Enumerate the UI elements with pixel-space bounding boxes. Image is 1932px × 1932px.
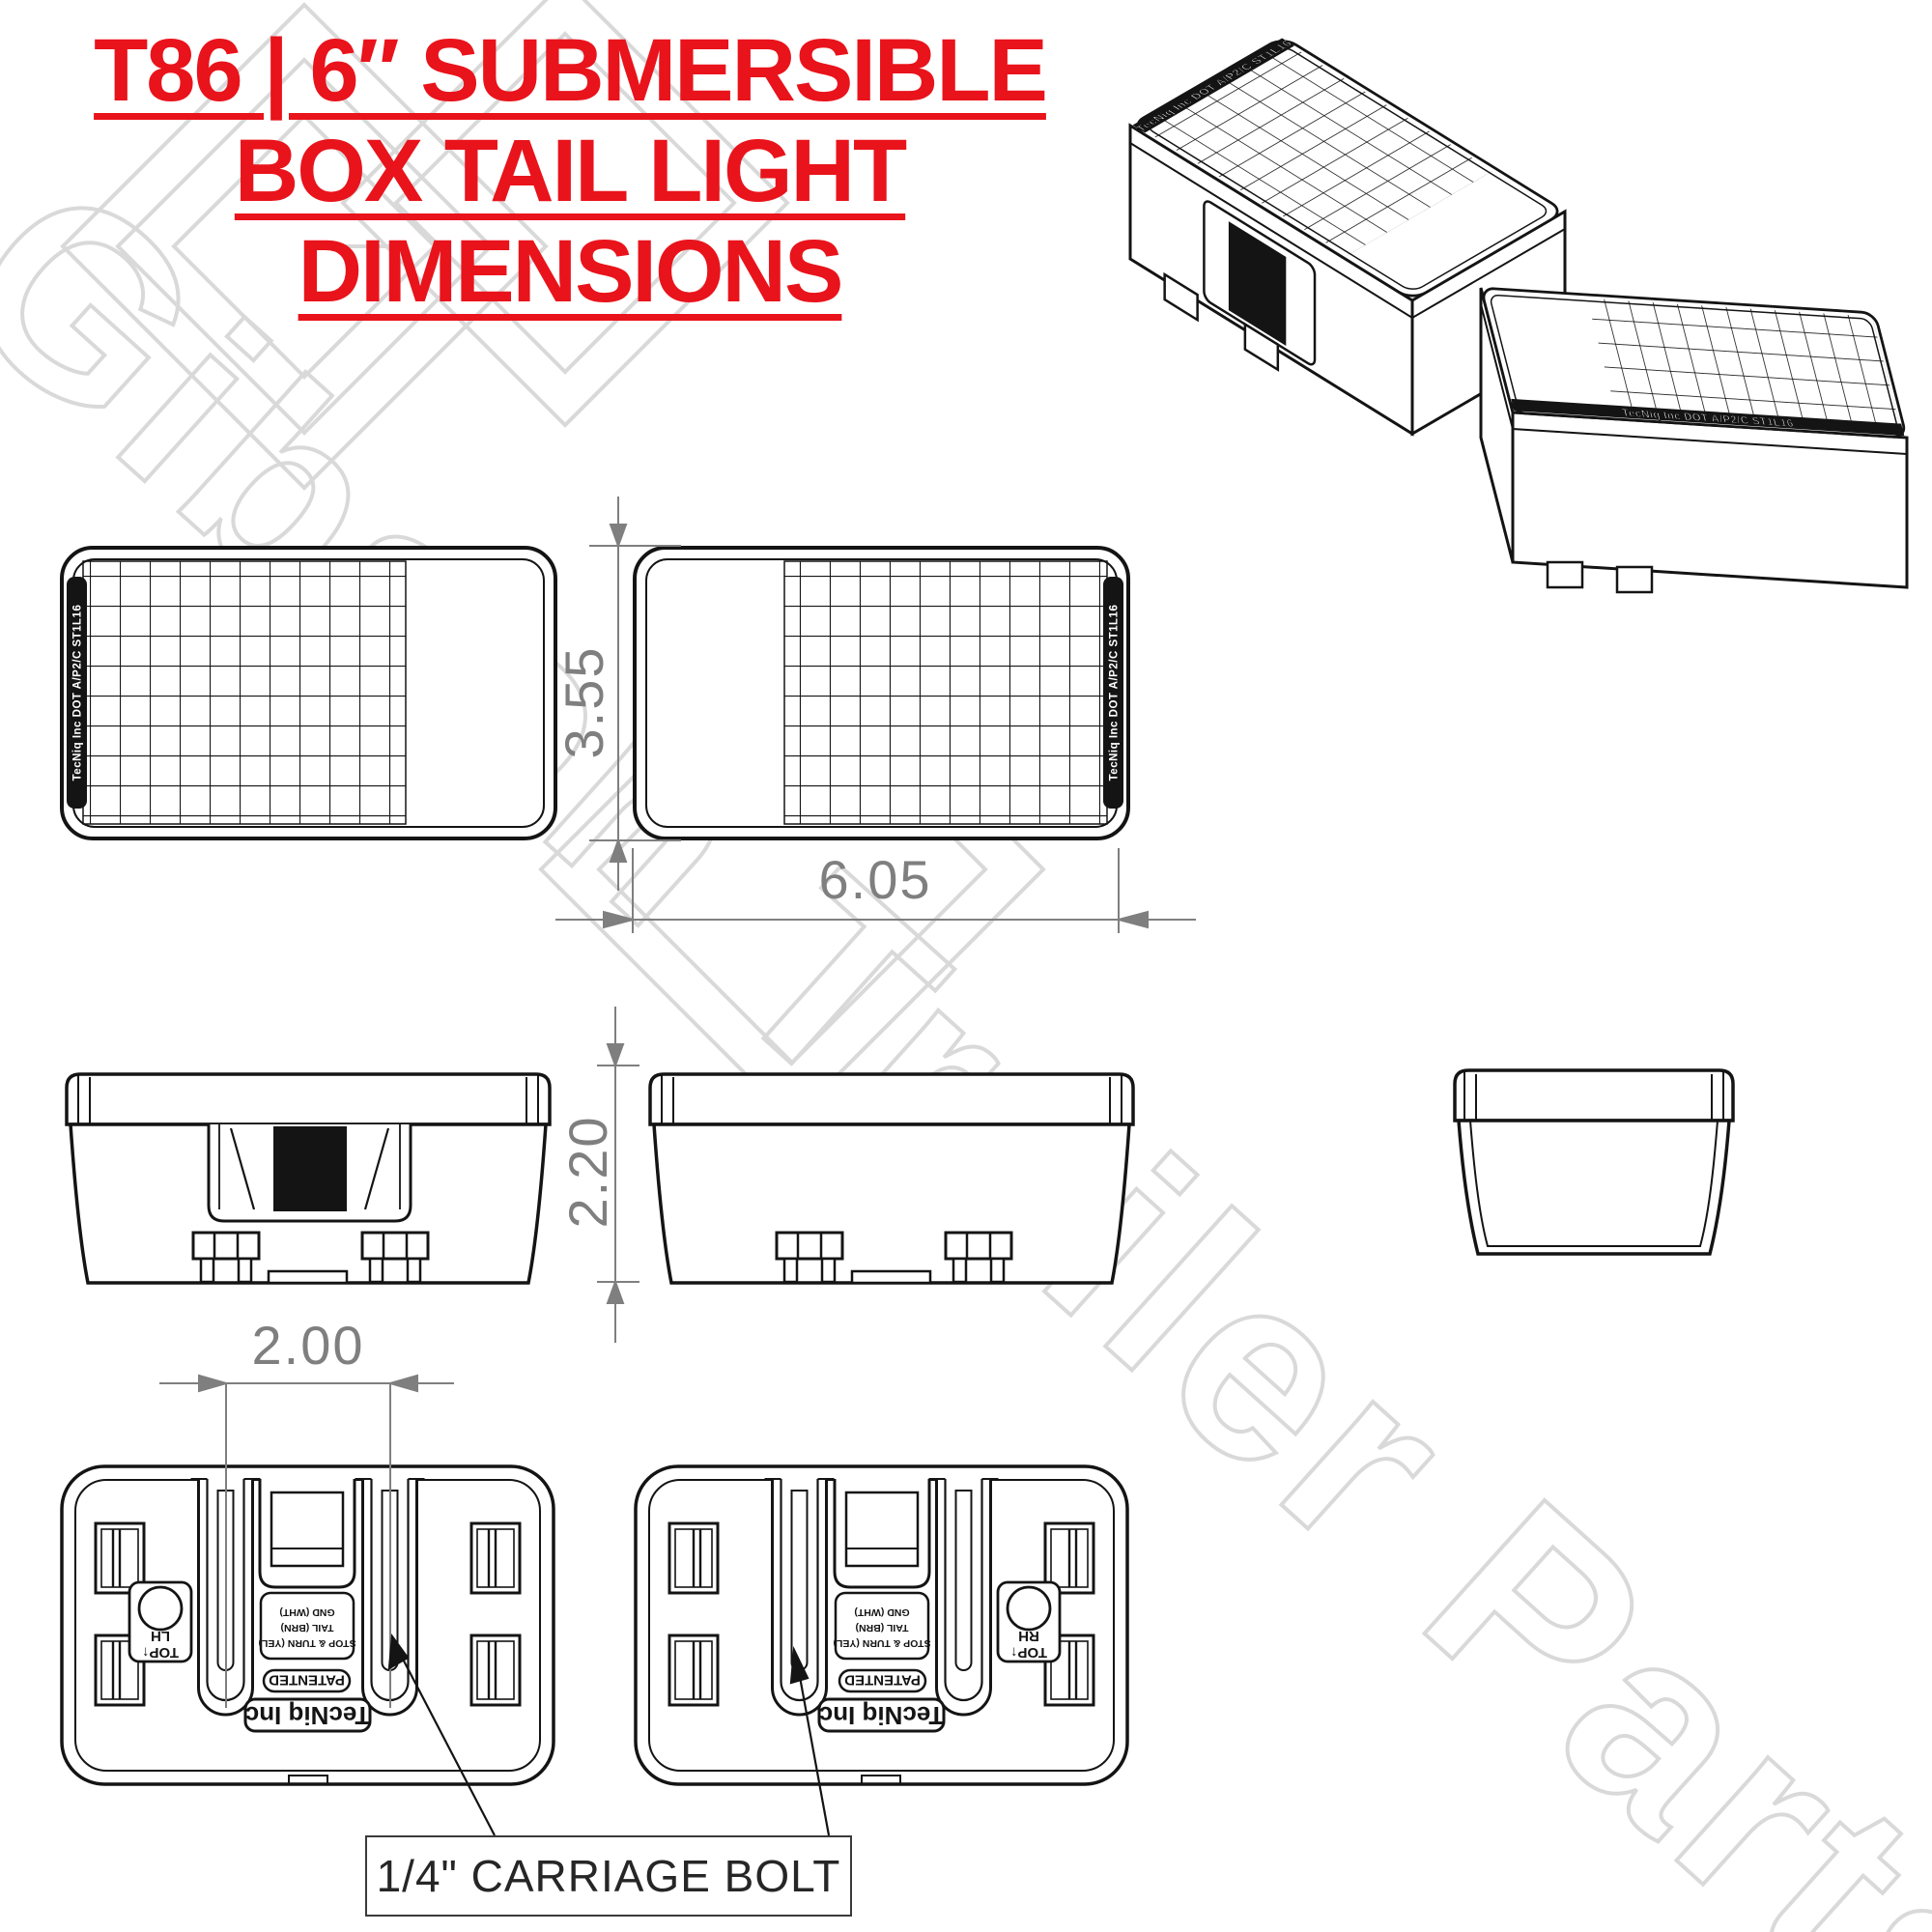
dim-arrow bbox=[603, 910, 637, 929]
carriage-bolt-leaders bbox=[387, 1633, 831, 1836]
dim-arrow bbox=[1115, 910, 1149, 929]
dim-side-height-text: 2.20 bbox=[557, 1116, 618, 1229]
patented-text-lh: PATENTED bbox=[269, 1672, 345, 1689]
side-view-plain bbox=[650, 1074, 1133, 1283]
orientation-label-lh: TOP↑ LH bbox=[142, 1628, 179, 1661]
dim-bolt-spacing: 2.00 bbox=[159, 1315, 454, 1708]
leader-line-right bbox=[794, 1655, 831, 1836]
end-view bbox=[1453, 1068, 1735, 1256]
wiring-stop-text: STOP & TURN (YEL) bbox=[833, 1637, 930, 1649]
dim-bolt-spacing-text: 2.00 bbox=[252, 1315, 365, 1376]
dim-front-width: 6.05 bbox=[555, 848, 1196, 933]
dimension-annotations: 3.55 6.05 2.20 bbox=[159, 497, 1196, 1708]
page-title: T86 | 6″ SUBMERSIBLE BOX TAIL LIGHT DIME… bbox=[39, 21, 1101, 323]
wiring-ground-text: GND (WHT) bbox=[854, 1606, 909, 1618]
back-view-right-hand: TOP↑ RH STOP & TURN (YEL) TAIL (BRN) GND… bbox=[636, 1466, 1127, 1784]
leader-arrow-right bbox=[789, 1645, 810, 1685]
front-left-lens-marking: TecNiq Inc DOT A/P2/C ST1L16 bbox=[72, 605, 84, 781]
dim-arrow bbox=[609, 838, 628, 863]
front-view-left: TecNiq Inc DOT A/P2/C ST1L16 bbox=[60, 546, 557, 840]
wiring-label-lh: STOP & TURN (YEL) TAIL (BRN) GND (WHT) bbox=[258, 1606, 355, 1649]
dim-arrow bbox=[198, 1374, 230, 1393]
dim-arrow bbox=[386, 1374, 418, 1393]
leader-arrow-left bbox=[387, 1633, 410, 1671]
title-line-3: DIMENSIONS bbox=[298, 221, 844, 321]
orientation-top-text: TOP↑ bbox=[142, 1644, 179, 1661]
dim-front-height-text: 3.55 bbox=[554, 646, 614, 759]
side-connector-plug bbox=[273, 1126, 347, 1211]
dim-arrow bbox=[606, 1279, 625, 1304]
dim-front-height: 3.55 bbox=[554, 497, 681, 891]
brand-text-rh: TecNiq Inc bbox=[819, 1701, 945, 1730]
wiring-label-rh: STOP & TURN (YEL) TAIL (BRN) GND (WHT) bbox=[833, 1606, 930, 1649]
orientation-label-rh: TOP↑ RH bbox=[1010, 1628, 1047, 1661]
title-line-1: T86 | 6″ SUBMERSIBLE bbox=[94, 21, 1048, 120]
orientation-lh-text: LH bbox=[151, 1628, 170, 1644]
wiring-tail-text: TAIL (BRN) bbox=[855, 1622, 908, 1634]
iso-box-right: TecNiq Inc DOT A/P2/C ST1L16 bbox=[1479, 288, 1909, 594]
orientation-rh-text: RH bbox=[1018, 1628, 1039, 1644]
brand-text-lh: TecNiq Inc bbox=[245, 1701, 371, 1730]
dim-arrow bbox=[606, 1043, 625, 1068]
front-view-right: TecNiq Inc DOT A/P2/C ST1L16 bbox=[633, 546, 1130, 840]
patented-text-rh: PATENTED bbox=[844, 1672, 921, 1689]
carriage-bolt-callout: 1/4" CARRIAGE BOLT bbox=[365, 1835, 852, 1917]
back-view-left-hand: TOP↑ LH STOP & TURN (YEL) TAIL (BRN) GND… bbox=[62, 1466, 554, 1784]
wiring-tail-text: TAIL (BRN) bbox=[280, 1622, 333, 1634]
leader-line-left bbox=[394, 1643, 496, 1836]
wiring-ground-text: GND (WHT) bbox=[279, 1606, 334, 1618]
dim-arrow bbox=[609, 524, 628, 549]
front-right-lens-marking: TecNiq Inc DOT A/P2/C ST1L16 bbox=[1109, 605, 1121, 781]
orientation-top-text: TOP↑ bbox=[1010, 1644, 1047, 1661]
dim-side-height: 2.20 bbox=[557, 1007, 639, 1343]
wiring-stop-text: STOP & TURN (YEL) bbox=[258, 1637, 355, 1649]
title-line-2: BOX TAIL LIGHT bbox=[234, 121, 907, 220]
isometric-render-pair: TecNiq Inc DOT A/P2/C ST1L16 TecNiq Inc … bbox=[1128, 38, 1909, 594]
side-view-with-connector bbox=[67, 1074, 550, 1283]
dim-front-width-text: 6.05 bbox=[819, 849, 932, 910]
